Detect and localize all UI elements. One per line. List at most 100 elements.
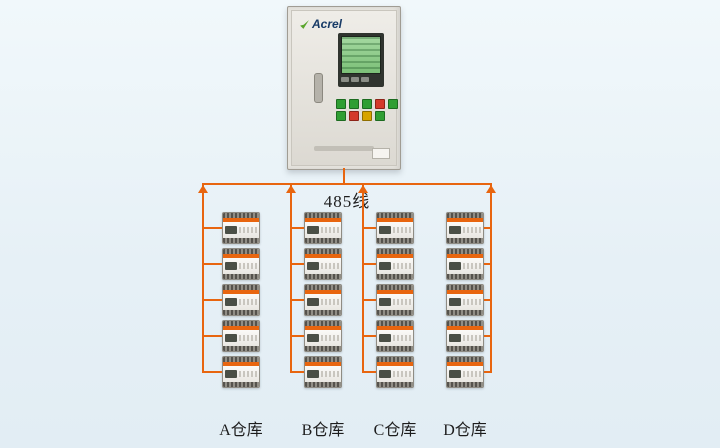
device-display xyxy=(225,370,237,378)
meter-device xyxy=(446,212,484,244)
device-face xyxy=(377,366,413,382)
device-face xyxy=(223,366,259,382)
device-stub-line xyxy=(290,227,304,229)
arrowhead-up-icon xyxy=(198,185,208,193)
terminal-strip-bottom xyxy=(377,238,413,243)
device-display xyxy=(307,334,319,342)
device-display xyxy=(449,226,461,234)
nameplate-text xyxy=(314,146,374,151)
brand-stripe xyxy=(305,326,341,330)
bus-line-485 xyxy=(202,183,492,185)
terminal-strip-bottom xyxy=(223,346,259,351)
terminal-strip-top xyxy=(377,357,413,362)
device-display xyxy=(225,298,237,306)
lcd-screen xyxy=(341,36,381,74)
terminal-strip-top xyxy=(223,249,259,254)
brand-stripe xyxy=(305,254,341,258)
device-face xyxy=(223,258,259,274)
device-stub-line xyxy=(290,263,304,265)
meter-device xyxy=(222,284,260,316)
terminal-strip-top xyxy=(305,249,341,254)
device-column-d: D仓库 xyxy=(443,212,487,439)
device-stub-line xyxy=(290,371,304,373)
device-buttons xyxy=(393,263,411,269)
device-face xyxy=(377,222,413,238)
arrowhead-up-icon xyxy=(358,185,368,193)
meter-device xyxy=(222,212,260,244)
brand-stripe xyxy=(377,254,413,258)
meter-device xyxy=(304,356,342,388)
meter-device xyxy=(376,212,414,244)
device-buttons xyxy=(393,227,411,233)
terminal-strip-top xyxy=(377,285,413,290)
meter-device xyxy=(222,248,260,280)
device-buttons xyxy=(239,371,257,377)
device-stub-line xyxy=(290,299,304,301)
device-display xyxy=(307,370,319,378)
device-buttons xyxy=(321,227,339,233)
terminal-strip-bottom xyxy=(377,274,413,279)
device-buttons xyxy=(239,299,257,305)
terminal-strip-top xyxy=(447,285,483,290)
device-buttons xyxy=(239,227,257,233)
device-face xyxy=(447,330,483,346)
bus-label-485: 485线 xyxy=(323,192,371,211)
device-stub-line xyxy=(362,299,376,301)
brand-stripe xyxy=(223,290,259,294)
terminal-strip-top xyxy=(447,213,483,218)
device-display xyxy=(379,298,391,306)
device-buttons xyxy=(463,227,481,233)
device-stub-line xyxy=(484,335,492,337)
device-face xyxy=(305,258,341,274)
brand-text: Acrel xyxy=(312,17,343,31)
device-display xyxy=(449,262,461,270)
indicator-buttons-row1 xyxy=(336,99,398,109)
device-buttons xyxy=(321,371,339,377)
warehouse-label: A仓库 xyxy=(219,422,263,439)
hmi-panel xyxy=(338,33,384,87)
terminal-strip-top xyxy=(223,285,259,290)
brand-stripe xyxy=(223,326,259,330)
device-display xyxy=(449,298,461,306)
brand-stripe xyxy=(377,290,413,294)
device-display xyxy=(449,370,461,378)
brand-stripe xyxy=(223,362,259,366)
cabinet-sticker xyxy=(372,148,390,159)
terminal-strip-bottom xyxy=(447,382,483,387)
device-column-a: A仓库 xyxy=(219,212,263,439)
meter-device xyxy=(304,248,342,280)
terminal-strip-bottom xyxy=(377,310,413,315)
terminal-strip-top xyxy=(223,321,259,326)
acrel-logo: Acrel xyxy=(299,17,342,31)
device-face xyxy=(305,294,341,310)
device-display xyxy=(449,334,461,342)
device-buttons xyxy=(393,335,411,341)
device-face xyxy=(447,258,483,274)
terminal-strip-top xyxy=(377,213,413,218)
brand-stripe xyxy=(447,326,483,330)
device-column-b: B仓库 xyxy=(302,212,344,439)
device-display xyxy=(379,262,391,270)
control-cabinet: Acrel xyxy=(287,6,401,170)
device-face xyxy=(447,222,483,238)
meter-device xyxy=(376,284,414,316)
meter-device xyxy=(446,248,484,280)
terminal-strip-top xyxy=(305,285,341,290)
meter-device xyxy=(446,320,484,352)
device-stub-line xyxy=(202,335,222,337)
device-stub-line xyxy=(484,299,492,301)
device-display xyxy=(225,334,237,342)
terminal-strip-bottom xyxy=(223,310,259,315)
device-stub-line xyxy=(202,371,222,373)
cabinet-door: Acrel xyxy=(291,10,398,166)
hmi-keys xyxy=(341,77,381,82)
brand-stripe xyxy=(305,362,341,366)
terminal-strip-bottom xyxy=(305,238,341,243)
device-face xyxy=(305,330,341,346)
brand-stripe xyxy=(447,362,483,366)
device-face xyxy=(223,294,259,310)
meter-device xyxy=(376,320,414,352)
device-buttons xyxy=(321,299,339,305)
device-buttons xyxy=(463,335,481,341)
meter-device xyxy=(304,284,342,316)
